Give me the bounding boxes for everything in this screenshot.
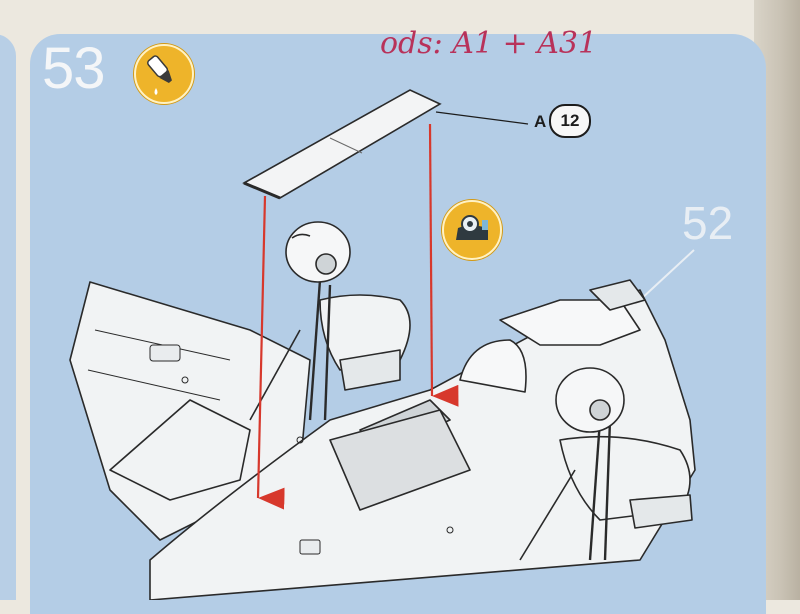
- handwritten-note: ods: A1 + A31: [380, 26, 598, 61]
- part-number: 12: [549, 104, 591, 138]
- tape-dispenser-icon: [442, 200, 502, 260]
- right-wheel: [555, 367, 625, 433]
- tape-dispenser-glyph: [456, 215, 488, 240]
- previous-step-panel: [0, 34, 16, 600]
- glue-bottle-icon: [134, 44, 194, 104]
- assembly-arrow-left: [256, 195, 285, 510]
- glue-bottle-glyph: [147, 55, 172, 95]
- reference-step-number: 52: [682, 197, 734, 249]
- aircraft-model: [69, 279, 696, 600]
- left-wheel: [285, 221, 351, 283]
- reference-leader-line: [639, 249, 695, 301]
- assembly-drawing: [69, 89, 696, 600]
- part-leader-line: [435, 111, 529, 125]
- part-a12-panel: [242, 89, 442, 200]
- step-number: 53: [42, 36, 106, 101]
- part-letter: A: [534, 112, 547, 131]
- assembly-arrow-right: [428, 123, 459, 407]
